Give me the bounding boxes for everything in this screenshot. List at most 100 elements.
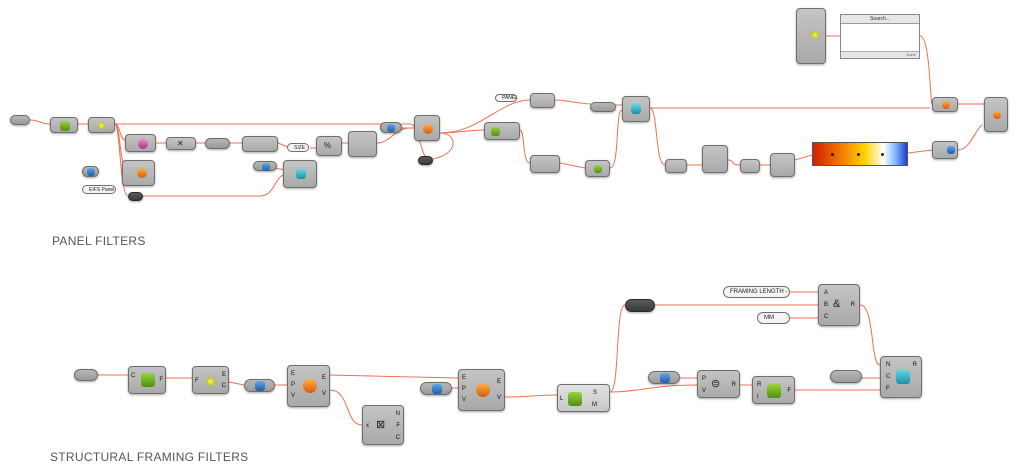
green-cube-icon bbox=[767, 384, 781, 398]
output-node[interactable] bbox=[984, 97, 1008, 132]
filter-node-bottom[interactable]: F E C bbox=[192, 366, 229, 394]
port-c: C bbox=[886, 374, 891, 380]
pink-component-node[interactable] bbox=[125, 134, 156, 152]
evaluate-node-2[interactable]: E P V E V bbox=[458, 369, 505, 411]
panel-label-panel[interactable]: PANEL bbox=[495, 94, 518, 102]
port-c: C bbox=[131, 373, 136, 379]
category-param-pill-2[interactable] bbox=[830, 370, 862, 383]
dark-pill[interactable] bbox=[418, 156, 433, 165]
concatenate-node[interactable]: & A B C R bbox=[818, 284, 860, 326]
orange-gear-icon bbox=[137, 168, 147, 178]
evaluate-node[interactable]: E P V E V bbox=[287, 365, 330, 407]
port-r: R bbox=[912, 362, 917, 368]
equals-node[interactable]: ⊜ P V R bbox=[697, 370, 740, 398]
teal-node-bottom[interactable]: N C F R bbox=[880, 356, 922, 398]
port-i: I bbox=[757, 394, 759, 400]
gear-node[interactable] bbox=[702, 145, 728, 173]
percent-node[interactable]: % bbox=[316, 136, 342, 156]
port-f: F bbox=[396, 423, 400, 429]
split-node[interactable] bbox=[242, 136, 278, 152]
search-header[interactable]: Search... bbox=[841, 15, 919, 24]
gradient-grip[interactable] bbox=[831, 153, 834, 156]
wire bbox=[29, 119, 51, 125]
mm-panel[interactable]: MM bbox=[757, 312, 790, 324]
param-pill[interactable] bbox=[10, 115, 30, 125]
port-n: N bbox=[886, 362, 891, 368]
category-param-pill[interactable] bbox=[74, 369, 98, 381]
orange-gear-node-2[interactable] bbox=[122, 160, 155, 186]
list-node[interactable] bbox=[484, 122, 520, 140]
blue-param-pill-bottom-3[interactable] bbox=[648, 371, 680, 384]
teal-node-2[interactable] bbox=[283, 160, 317, 188]
chart-node[interactable] bbox=[665, 159, 687, 173]
wire bbox=[329, 374, 459, 379]
equals-node-top[interactable] bbox=[530, 155, 560, 173]
remap-node[interactable] bbox=[770, 153, 795, 177]
port-e-out: E bbox=[321, 375, 326, 381]
size-panel[interactable]: SIZE bbox=[287, 143, 309, 152]
wire bbox=[329, 389, 363, 426]
category-node[interactable] bbox=[50, 117, 78, 133]
port-v: V bbox=[702, 388, 707, 394]
wire bbox=[907, 149, 933, 154]
port-p: P bbox=[291, 382, 296, 388]
eifs-panel[interactable]: EIFS Panel bbox=[82, 185, 116, 194]
orange-gear-node-3[interactable] bbox=[932, 97, 958, 112]
wire bbox=[439, 99, 531, 134]
bounds-node[interactable] bbox=[740, 159, 760, 173]
value-list-node[interactable] bbox=[796, 8, 826, 64]
teal-cube-icon bbox=[631, 104, 641, 114]
gradient-component[interactable] bbox=[812, 142, 908, 166]
and-node-top[interactable] bbox=[530, 93, 555, 108]
filter-node[interactable] bbox=[88, 117, 115, 133]
wire bbox=[504, 394, 558, 398]
x-component-node[interactable]: ✕ bbox=[166, 137, 196, 150]
wire bbox=[559, 162, 586, 169]
blue-item-icon bbox=[262, 163, 270, 171]
orange-gear-icon bbox=[423, 124, 433, 134]
green-filter-node[interactable]: R I F bbox=[752, 376, 795, 404]
port-c: C bbox=[221, 383, 226, 389]
port-a: A bbox=[824, 290, 829, 296]
wire bbox=[957, 124, 983, 151]
port-b: B bbox=[824, 302, 829, 308]
orange-gear-node[interactable] bbox=[414, 115, 440, 141]
teal-node[interactable] bbox=[622, 96, 650, 122]
toggle-pill[interactable] bbox=[205, 138, 230, 149]
blue-param-pill-bottom[interactable] bbox=[244, 379, 275, 392]
blue-param-pill[interactable] bbox=[380, 122, 402, 133]
cull-node[interactable] bbox=[348, 131, 377, 157]
port-l: L bbox=[560, 396, 564, 402]
blue-item-icon bbox=[947, 146, 955, 154]
wire bbox=[519, 129, 531, 164]
port-c: C bbox=[824, 314, 829, 320]
list-icon bbox=[568, 392, 582, 406]
teal-cube-icon bbox=[896, 370, 910, 384]
port-r: R bbox=[757, 382, 762, 388]
param-pill-2[interactable] bbox=[590, 102, 616, 112]
port-f: F bbox=[787, 388, 791, 394]
search-panel[interactable]: Search... Done bbox=[840, 14, 920, 59]
port-e: E bbox=[462, 375, 467, 381]
gradient-grip[interactable] bbox=[881, 153, 884, 156]
port-e: E bbox=[291, 371, 296, 377]
category-node-bottom[interactable]: C F bbox=[128, 366, 166, 394]
list-item-node[interactable]: L S M bbox=[557, 384, 610, 412]
dark-pill-2[interactable] bbox=[128, 192, 143, 201]
x-component-node-bottom[interactable]: ⊠ x N F C bbox=[362, 405, 404, 445]
port-r: R bbox=[731, 382, 736, 388]
port-f: F bbox=[195, 378, 199, 384]
gradient-grip[interactable] bbox=[857, 153, 860, 156]
framing-length-panel[interactable]: FRAMING LENGTH - bbox=[723, 286, 790, 298]
blue-param-pill-2[interactable] bbox=[82, 166, 99, 177]
dark-pill-bottom[interactable] bbox=[625, 299, 655, 312]
wire bbox=[228, 381, 245, 386]
wire bbox=[649, 107, 666, 166]
blue-param-pill-3[interactable] bbox=[253, 161, 277, 171]
green-node-top[interactable] bbox=[585, 160, 610, 177]
blue-param-pill-bottom-2[interactable] bbox=[420, 382, 452, 395]
search-footer[interactable]: Done bbox=[841, 51, 919, 58]
preview-node[interactable] bbox=[932, 141, 958, 159]
